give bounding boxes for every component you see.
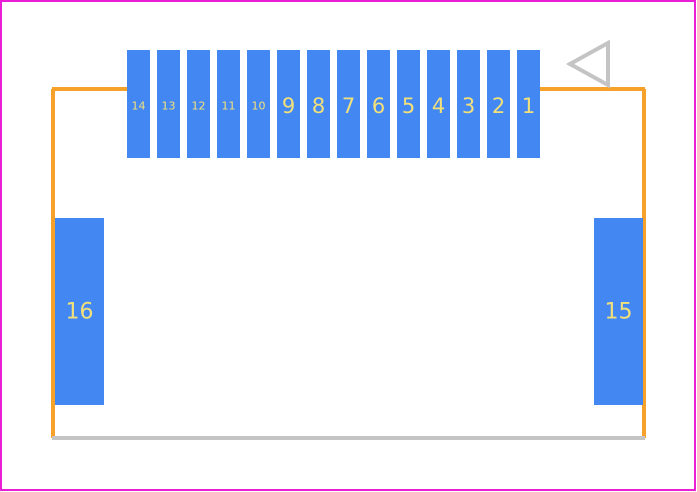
signal-pad-3[interactable]: 3 bbox=[457, 50, 480, 158]
signal-pad-rect bbox=[457, 50, 480, 158]
signal-pad-label: 2 bbox=[492, 94, 505, 118]
signal-pad-rect bbox=[337, 50, 360, 158]
signal-pad-7[interactable]: 7 bbox=[337, 50, 360, 158]
signal-pad-rect bbox=[427, 50, 450, 158]
mount-pad-right-rect bbox=[594, 218, 643, 405]
signal-pad-9[interactable]: 9 bbox=[277, 50, 300, 158]
signal-pad-6[interactable]: 6 bbox=[367, 50, 390, 158]
signal-pad-label: 10 bbox=[252, 100, 266, 113]
signal-pad-label: 8 bbox=[312, 94, 325, 118]
signal-pad-rect bbox=[217, 50, 240, 158]
signal-pad-label: 7 bbox=[342, 94, 355, 118]
mount-pad-right[interactable]: 15 bbox=[594, 218, 643, 405]
signal-pad-10[interactable]: 10 bbox=[247, 50, 270, 158]
signal-pad-rect bbox=[397, 50, 420, 158]
signal-pad-label: 12 bbox=[192, 100, 206, 113]
signal-pad-4[interactable]: 4 bbox=[427, 50, 450, 158]
mount-pad-right-label: 15 bbox=[605, 300, 633, 325]
signal-pad-label: 5 bbox=[402, 94, 415, 118]
signal-pad-label: 4 bbox=[432, 94, 445, 118]
signal-pad-14[interactable]: 14 bbox=[127, 50, 150, 158]
signal-pad-label: 14 bbox=[132, 100, 146, 113]
signal-pad-rect bbox=[157, 50, 180, 158]
mount-pad-left-rect bbox=[55, 218, 104, 405]
signal-pad-label: 13 bbox=[162, 100, 176, 113]
signal-pad-rect bbox=[187, 50, 210, 158]
signal-pad-1[interactable]: 1 bbox=[517, 50, 540, 158]
signal-pad-13[interactable]: 13 bbox=[157, 50, 180, 158]
signal-pad-8[interactable]: 8 bbox=[307, 50, 330, 158]
signal-pad-rect bbox=[487, 50, 510, 158]
signal-pad-rect bbox=[127, 50, 150, 158]
signal-pad-rect bbox=[367, 50, 390, 158]
signal-pad-rect bbox=[247, 50, 270, 158]
signal-pad-12[interactable]: 12 bbox=[187, 50, 210, 158]
signal-pad-rect bbox=[307, 50, 330, 158]
signal-pad-11[interactable]: 11 bbox=[217, 50, 240, 158]
component-body-outline bbox=[51, 87, 646, 438]
signal-pad-5[interactable]: 5 bbox=[397, 50, 420, 158]
signal-pad-label: 9 bbox=[282, 94, 295, 118]
signal-pad-label: 1 bbox=[522, 94, 535, 118]
mount-pad-left-label: 16 bbox=[66, 300, 94, 325]
signal-pad-2[interactable]: 2 bbox=[487, 50, 510, 158]
signal-pad-label: 3 bbox=[462, 94, 475, 118]
signal-pad-rect bbox=[517, 50, 540, 158]
triangle-left-icon bbox=[565, 39, 610, 89]
signal-pad-label: 6 bbox=[372, 94, 385, 118]
mount-pad-left[interactable]: 16 bbox=[55, 218, 104, 405]
signal-pad-rect bbox=[277, 50, 300, 158]
signal-pad-label: 11 bbox=[222, 100, 236, 113]
